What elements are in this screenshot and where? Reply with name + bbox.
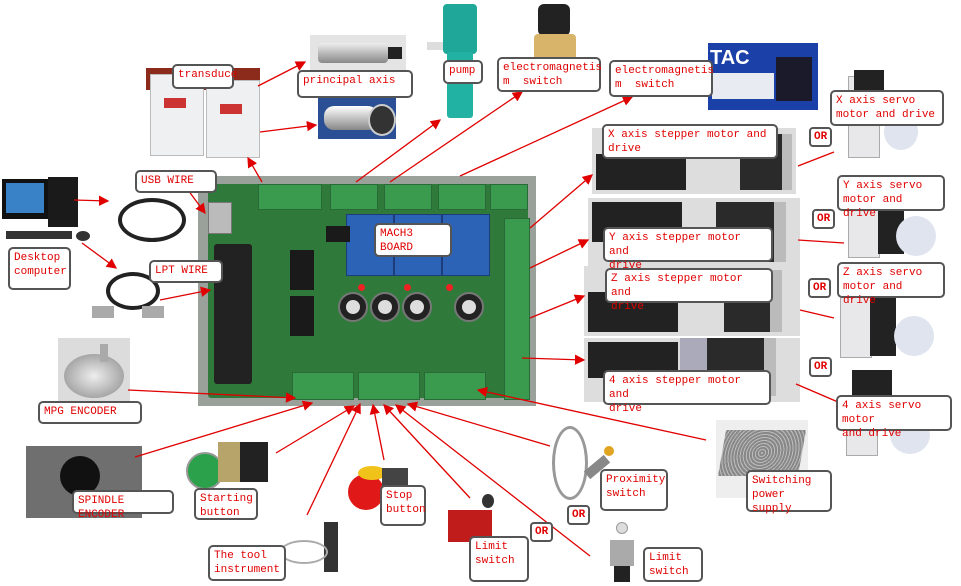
arrow-stop: [369, 403, 385, 461]
label-switching-power-supply: Switching power supply: [746, 470, 832, 515]
or-badge-limit: OR: [530, 522, 554, 542]
arrow-x-stepper: [529, 174, 593, 229]
arrow-start-button: [275, 405, 356, 454]
label-a4-servo: 4 axis servo motor and drive: [836, 395, 952, 440]
link-a4-servo: [795, 383, 839, 403]
mach3-board-image: [198, 176, 536, 406]
desktop-computer-image: [2, 175, 94, 250]
label-pump: pump: [443, 60, 483, 84]
pneumatic-valve-image: TAC: [708, 43, 818, 110]
label-mpg-encoder: MPG ENCODER: [38, 401, 142, 424]
label-lpt-wire: LPT WIRE: [149, 260, 223, 283]
usb-cable-image: [100, 178, 190, 248]
label-y-servo: Y axis servo motor and drive: [837, 175, 945, 220]
label-principal-axis: principal axis: [297, 70, 413, 98]
spindle-image-2: [318, 96, 396, 139]
or-badge-y: OR: [812, 209, 836, 229]
label-limit-switch-1: Limit switch: [469, 536, 529, 582]
label-z-stepper: Z axis stepper motor and drive: [605, 268, 773, 313]
start-button-image: [186, 440, 272, 490]
label-electromagnetism-switch-2: electromagnetis m switch: [609, 60, 714, 97]
or-badge-proximity: OR: [567, 505, 591, 525]
label-x-stepper: X axis stepper motor and drive: [602, 124, 778, 159]
z-servo-image: [836, 296, 946, 358]
label-usb-wire: USB WIRE: [135, 170, 217, 193]
arrow-z-stepper: [529, 294, 586, 319]
link-y-servo: [797, 239, 845, 244]
label-spindle-encoder: SPINDLE ENCODER: [72, 490, 174, 521]
limit-switch-image-2: [600, 520, 644, 584]
mach3-board-title: MACH3 BOARD: [380, 228, 420, 254]
label-a4-stepper: 4 axis stepper motor and drive: [603, 370, 771, 415]
mpg-handwheel-image: [58, 338, 130, 402]
label-desktop-computer: Desktop computer: [8, 247, 71, 290]
spindle-image-1: [310, 35, 406, 71]
or-badge-x: OR: [809, 127, 833, 147]
label-limit-switch-2: Limit switch: [643, 547, 703, 582]
label-electromagnetism-switch-1: electromagnetis m switch: [497, 57, 602, 92]
arrow-proximity: [406, 401, 551, 447]
label-transducer: transduce: [172, 64, 237, 89]
lpt-cable-image: [88, 268, 168, 328]
solenoid-valve-image: [528, 2, 588, 62]
label-stop-button: Stop button: [380, 485, 426, 526]
arrow-transducer-spindle2: [259, 120, 318, 133]
arrow-y-stepper: [529, 239, 590, 269]
label-tool-instrument: The tool instrument: [208, 545, 286, 581]
label-z-servo: Z axis servo motor and drive: [837, 262, 945, 307]
link-x-servo: [797, 151, 835, 167]
label-proximity-switch: Proximity switch: [600, 469, 668, 511]
label-starting-button: Starting button: [194, 488, 258, 520]
label-mach3-board: MACH3 BOARD: [374, 223, 452, 257]
label-x-servo: X axis servo motor and drive: [830, 90, 944, 126]
tool-setter-image: [280, 520, 352, 580]
link-z-servo: [799, 309, 835, 319]
label-y-stepper: Y axis stepper motor and drive: [603, 227, 773, 272]
or-badge-z: OR: [808, 278, 832, 298]
or-badge-a4: OR: [809, 357, 833, 377]
